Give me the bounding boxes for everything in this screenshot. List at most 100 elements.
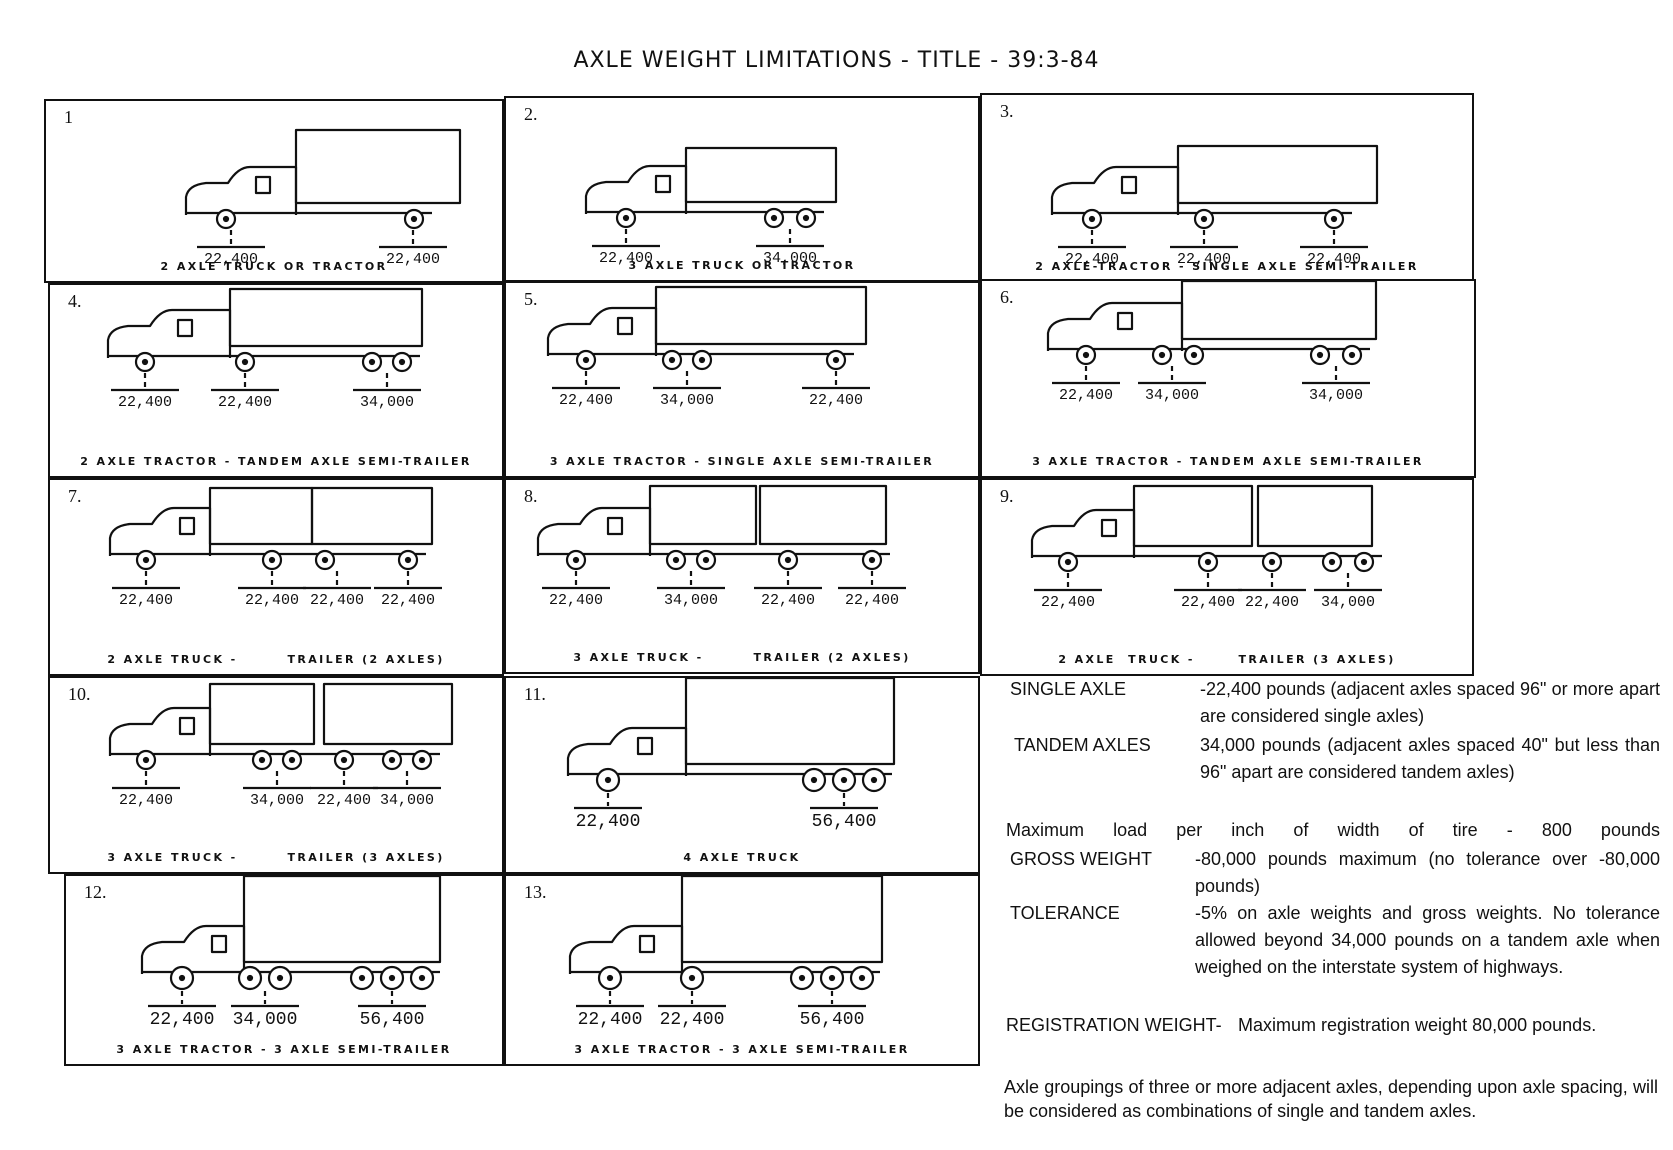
truck-drawing — [1030, 484, 1382, 592]
wheel-hub — [582, 356, 590, 364]
axle-weight-label: 34,000 — [762, 250, 818, 267]
cargo-box — [1132, 484, 1254, 548]
wheel-hub — [702, 556, 710, 564]
diagram-number: 4. — [68, 291, 82, 311]
truck-drawing — [546, 285, 870, 390]
axle-weight-label: 22,400 — [380, 592, 436, 609]
axle-weight-label: 34,000 — [663, 592, 719, 609]
axle-weight-label: 22,400 — [659, 1010, 725, 1030]
diagram-number: 12. — [84, 882, 107, 902]
wheel-hub — [410, 215, 418, 223]
wheel-hub — [572, 556, 580, 564]
wheel-hub — [770, 214, 778, 222]
cargo-box — [208, 486, 314, 546]
diagram-caption: 2 AXLE-TRACTOR - SINGLE AXLE SEMI-TRAILE… — [1035, 260, 1419, 273]
wheel-hub — [1360, 558, 1368, 566]
truck-drawing — [566, 678, 896, 810]
axle-weight-label: 22,400 — [1306, 251, 1362, 268]
gross-weight-text: -80,000 pounds maximum (no tolerance ove… — [1195, 849, 1660, 896]
single-axle-label: SINGLE AXLE — [1010, 679, 1127, 699]
diagram-number: 8. — [524, 486, 538, 506]
axle-weight-label: 34,000 — [1308, 387, 1364, 404]
axle-weight-label: 22,400 — [808, 392, 864, 409]
diagram-caption: 2 AXLE TRUCK - TRAILER (3 AXLES) — [1058, 653, 1396, 666]
wheel-hub — [1064, 558, 1072, 566]
cab-outline — [140, 924, 246, 974]
wheel-hub — [368, 358, 376, 366]
cab-outline — [584, 164, 688, 214]
wheel-hub — [668, 356, 676, 364]
max-load-text: Maximum load per inch of width of tire -… — [1006, 820, 1660, 840]
axle-weight-label: 22,400 — [760, 592, 816, 609]
wheel-hub — [688, 974, 696, 982]
wheel-hub — [340, 756, 348, 764]
diagram-number: 9. — [1000, 486, 1014, 506]
cargo-box — [648, 484, 758, 546]
wheel-hub — [1204, 558, 1212, 566]
axle-weight-label: 34,000 — [1144, 387, 1200, 404]
axle-weight-label: 22,400 — [118, 792, 174, 809]
cab-window — [654, 174, 672, 194]
cargo-box — [654, 285, 868, 346]
axle-weight-label: 22,400 — [1176, 251, 1232, 268]
cab-window — [176, 318, 194, 338]
cab-window — [178, 716, 196, 736]
cab-window — [638, 934, 656, 954]
cab-window — [1120, 175, 1138, 195]
cargo-box — [1176, 144, 1379, 205]
registration-weight-text: Maximum registration weight 80,000 pound… — [1238, 1015, 1597, 1035]
wheel-hub — [1330, 215, 1338, 223]
diagram-caption: 2 AXLE TRUCK - TRAILER (2 AXLES) — [107, 653, 445, 666]
wheel-hub — [606, 974, 614, 982]
cab-window — [1100, 518, 1118, 538]
diagram-number: 2. — [524, 104, 538, 124]
truck-drawing — [140, 876, 442, 1008]
cab-outline — [108, 706, 212, 756]
cab-outline — [546, 306, 658, 356]
wheel-hub — [1190, 351, 1198, 359]
axle-weight-label: 22,400 — [1064, 251, 1120, 268]
wheel-hub — [858, 974, 866, 982]
trailer-box — [1256, 484, 1374, 548]
wheel-hub — [870, 776, 878, 784]
axle-weight-label: 34,000 — [249, 792, 305, 809]
wheel-hub — [141, 358, 149, 366]
axle-weight-label: 22,400 — [1058, 387, 1114, 404]
cargo-box — [294, 128, 462, 205]
wheel-hub — [178, 974, 186, 982]
wheel-hub — [388, 974, 396, 982]
cargo-box — [684, 678, 896, 766]
diagram-caption: 3 AXLE TRUCK OR TRACTOR — [628, 259, 856, 272]
cab-outline — [1046, 301, 1184, 351]
cab-window — [254, 175, 272, 195]
trailer-box — [758, 484, 888, 546]
wheel-hub — [398, 358, 406, 366]
cab-window — [178, 516, 196, 536]
axle-weight-label: 22,400 — [217, 394, 273, 411]
cargo-box — [242, 876, 442, 964]
cab-window — [606, 516, 624, 536]
wheel-hub — [784, 556, 792, 564]
wheel-hub — [810, 776, 818, 784]
diagram-number: 7. — [68, 486, 82, 506]
axle-weight-label: 22,400 — [575, 812, 641, 832]
cab-outline — [108, 506, 212, 556]
diagram-caption: 2 AXLE TRACTOR - TANDEM AXLE SEMI-TRAILE… — [80, 455, 472, 468]
cab-outline — [568, 924, 684, 974]
truck-drawing — [568, 876, 884, 1008]
cab-outline — [1030, 508, 1136, 558]
truck-drawing — [584, 146, 838, 248]
cab-outline — [1050, 165, 1180, 215]
cargo-box — [684, 146, 838, 204]
cargo-box — [228, 287, 424, 348]
axle-weight-label: 56,400 — [799, 1010, 865, 1030]
cab-outline — [184, 165, 298, 215]
